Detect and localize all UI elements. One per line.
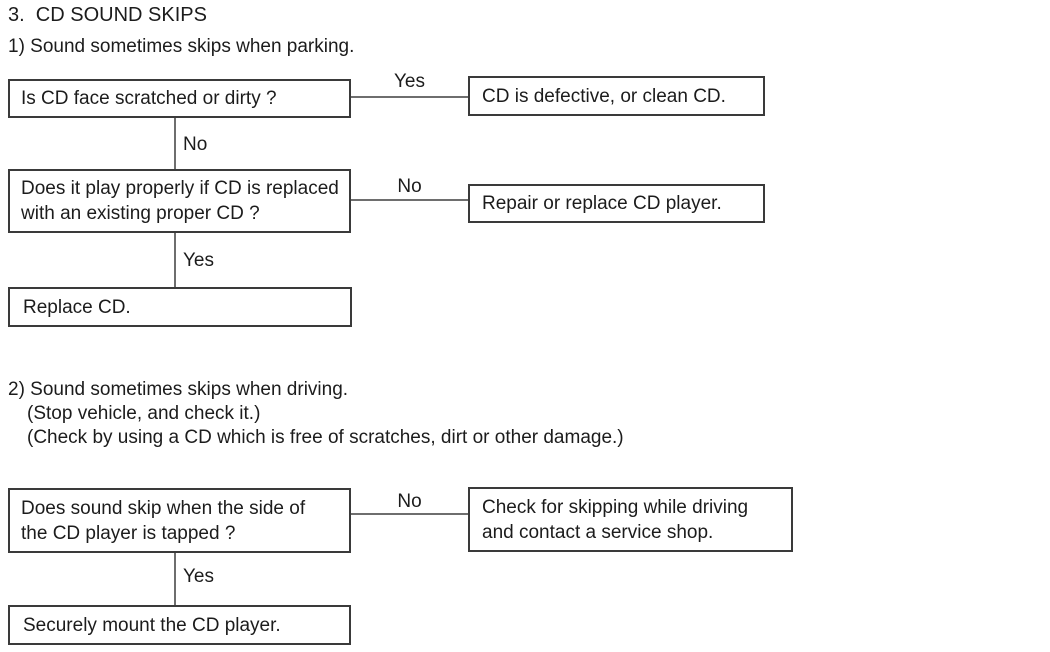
result-text: Replace CD. bbox=[23, 296, 131, 318]
section2-note-check-cd: (Check by using a CD which is free of sc… bbox=[27, 427, 624, 448]
connector-no-line bbox=[351, 513, 468, 515]
decision-box-player-tapped: Does sound skip when the side of the CD … bbox=[8, 488, 351, 553]
result-box-mount-player: Securely mount the CD player. bbox=[8, 605, 351, 645]
connector-label-yes: Yes bbox=[183, 250, 214, 271]
section2-note-stop-vehicle: (Stop vehicle, and check it.) bbox=[27, 403, 261, 424]
decision-text-line2: the CD player is tapped ? bbox=[21, 522, 236, 544]
connector-label-no: No bbox=[397, 176, 422, 197]
connector-label-no: No bbox=[183, 134, 208, 155]
result-text-line1: Check for skipping while driving bbox=[482, 496, 749, 518]
connector-no-line bbox=[174, 118, 176, 169]
decision-text-line1: Does it play properly if CD is replaced bbox=[21, 178, 339, 199]
connector-yes-line bbox=[174, 233, 176, 287]
result-box-repair-player: Repair or replace CD player. bbox=[468, 184, 765, 223]
section1-heading: 1) Sound sometimes skips when parking. bbox=[8, 36, 355, 57]
connector-label-no: No bbox=[397, 491, 422, 512]
result-box-cd-defective: CD is defective, or clean CD. bbox=[468, 76, 765, 116]
connector-yes-line bbox=[351, 96, 468, 98]
result-text: CD is defective, or clean CD. bbox=[482, 85, 726, 107]
connector-yes-line bbox=[174, 553, 176, 605]
result-box-replace-cd: Replace CD. bbox=[8, 287, 352, 327]
result-text-line2: and contact a service shop. bbox=[482, 521, 714, 543]
page-title: 3. CD SOUND SKIPS bbox=[8, 4, 207, 26]
decision-text-line2: with an existing proper CD ? bbox=[21, 203, 260, 224]
result-text: Repair or replace CD player. bbox=[482, 193, 722, 214]
connector-label-yes: Yes bbox=[183, 566, 214, 587]
section2-heading: 2) Sound sometimes skips when driving. bbox=[8, 379, 349, 400]
result-box-contact-service-shop: Check for skipping while driving and con… bbox=[468, 487, 793, 552]
decision-text: Is CD face scratched or dirty ? bbox=[21, 88, 277, 109]
result-text: Securely mount the CD player. bbox=[23, 614, 281, 636]
decision-text-line1: Does sound skip when the side of bbox=[21, 497, 306, 519]
decision-box-cd-scratched: Is CD face scratched or dirty ? bbox=[8, 79, 351, 118]
decision-box-cd-replaced: Does it play properly if CD is replaced … bbox=[8, 169, 351, 233]
connector-label-yes: Yes bbox=[394, 71, 425, 92]
connector-no-line bbox=[351, 199, 468, 201]
